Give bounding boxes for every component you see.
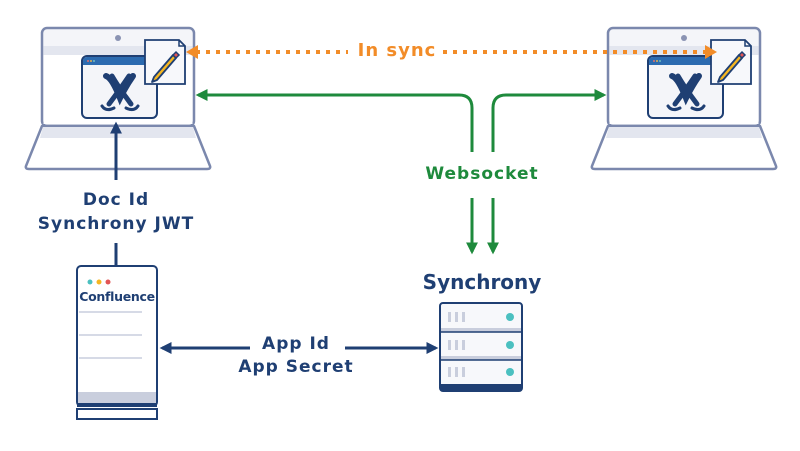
- status-dot-yellow: [96, 279, 102, 285]
- websocket-connector: [195, 89, 607, 255]
- synchrony-server: [439, 302, 523, 392]
- synchrony-title: Synchrony: [422, 270, 542, 294]
- app-secret-label: App Secret: [238, 357, 354, 377]
- in-sync-arrowhead-left: [186, 45, 198, 59]
- status-dot-teal: [87, 279, 93, 285]
- confluence-server: [76, 265, 158, 420]
- laptop-left: [26, 28, 210, 169]
- synchrony-jwt-label: Synchrony JWT: [37, 214, 195, 234]
- doc-id-label: Doc Id: [82, 190, 150, 210]
- in-sync-arrowhead-right: [705, 45, 717, 59]
- confluence-logo-text: Confluence: [79, 289, 155, 304]
- in-sync-label: In sync: [357, 40, 437, 61]
- status-dot-red: [105, 279, 111, 285]
- app-id-label: App Id: [262, 334, 330, 354]
- in-sync-connector: [186, 45, 717, 59]
- laptop-right: [592, 28, 776, 169]
- websocket-label: Websocket: [425, 164, 539, 184]
